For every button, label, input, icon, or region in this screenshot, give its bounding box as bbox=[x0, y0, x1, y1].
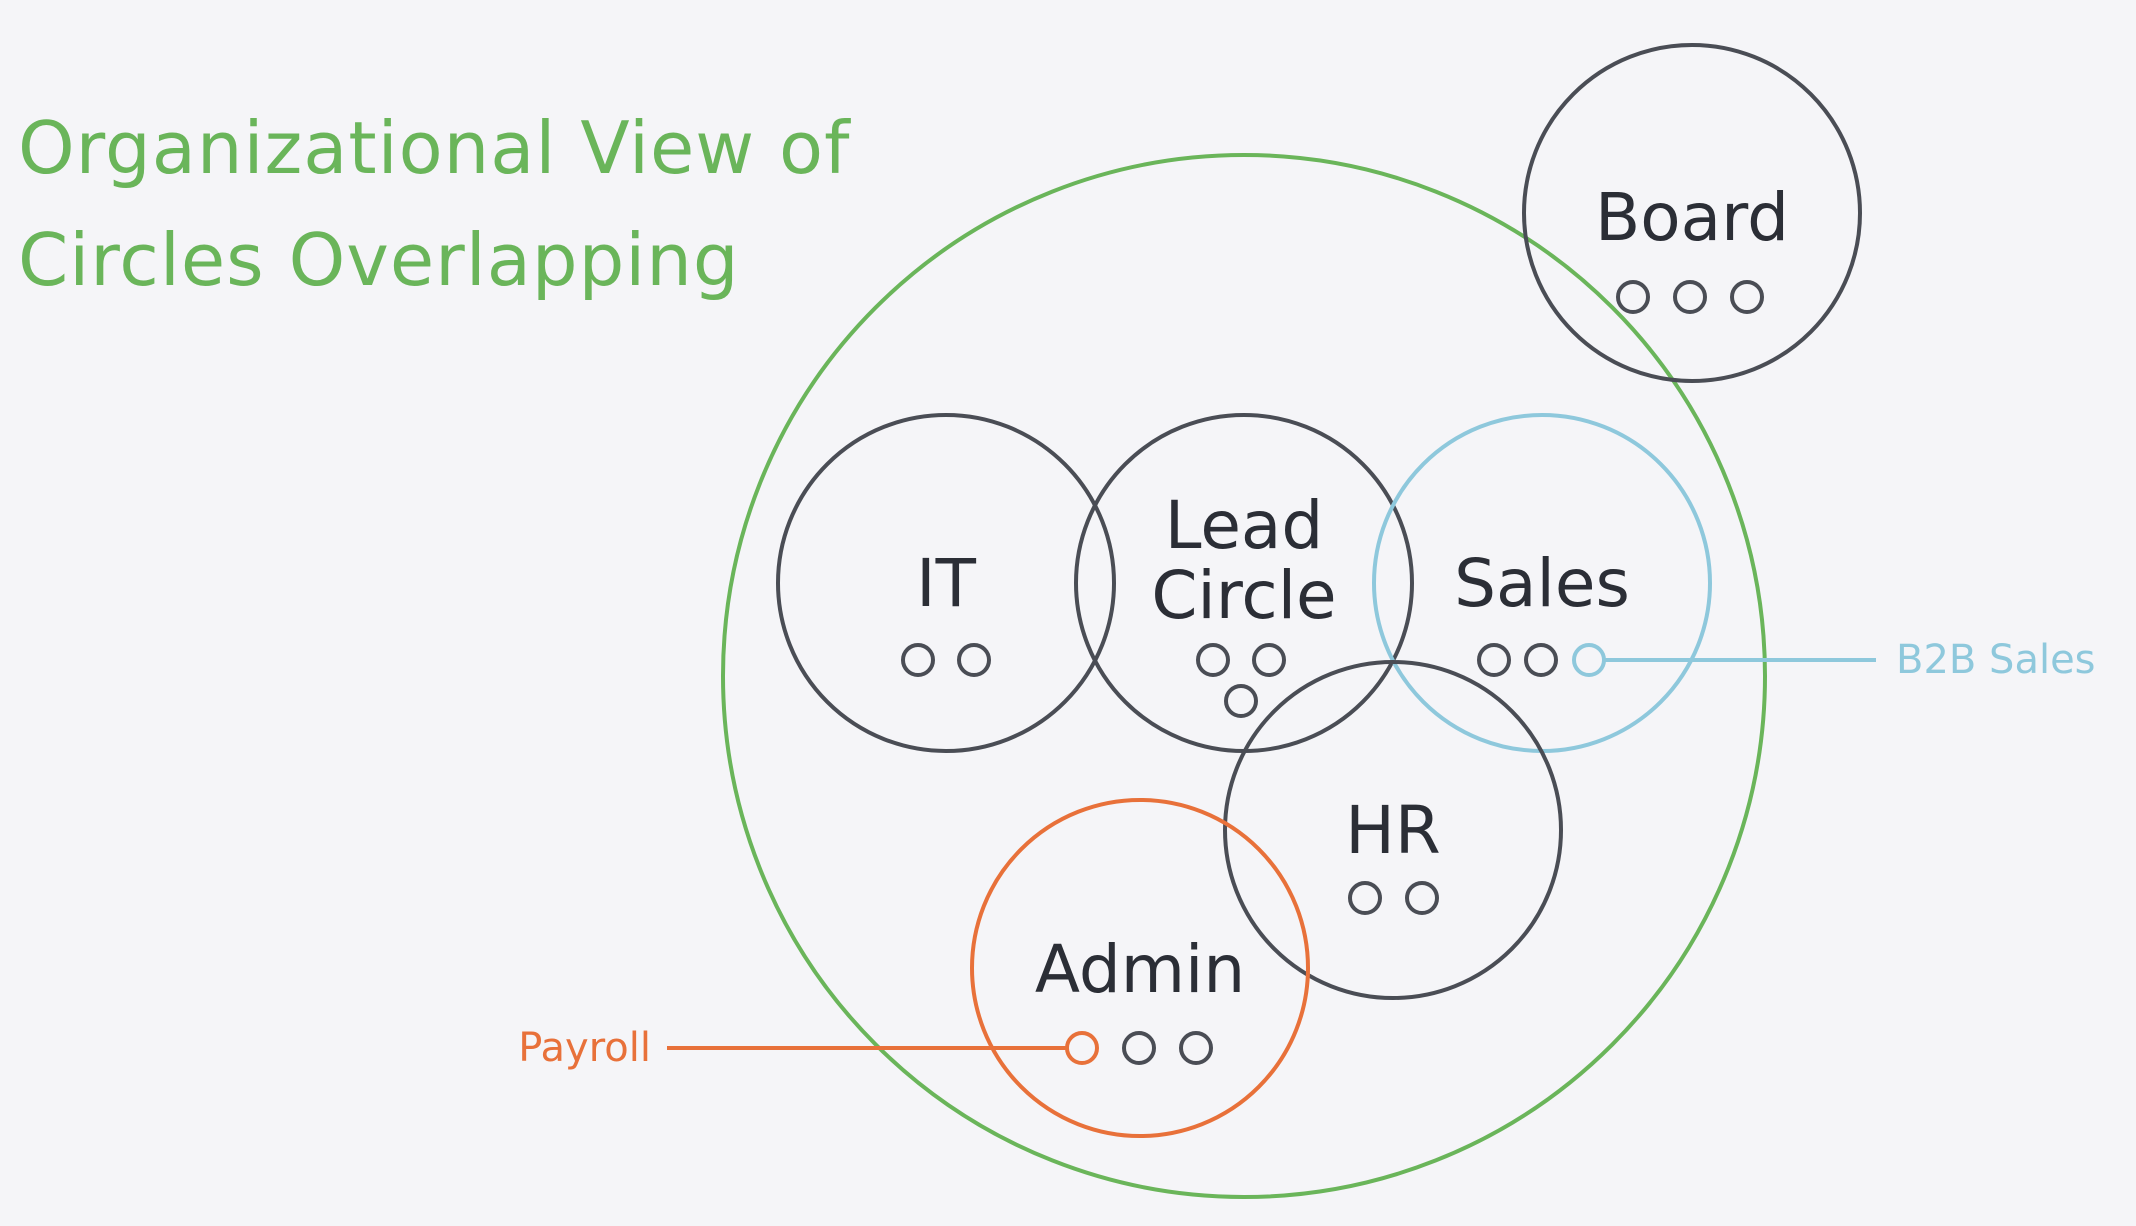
sales-role-1[interactable] bbox=[1477, 643, 1511, 677]
lead-label-line-2: Circle bbox=[1151, 557, 1336, 634]
it-role-2[interactable] bbox=[957, 643, 991, 677]
it-label: IT bbox=[916, 545, 976, 622]
board-circle[interactable] bbox=[1522, 43, 1862, 383]
it-role-1[interactable] bbox=[901, 643, 935, 677]
admin-circle[interactable] bbox=[970, 798, 1310, 1138]
board-role-2[interactable] bbox=[1673, 280, 1707, 314]
admin-role-payroll[interactable] bbox=[1065, 1031, 1099, 1065]
hr-role-1[interactable] bbox=[1348, 881, 1382, 915]
admin-role-3[interactable] bbox=[1179, 1031, 1213, 1065]
diagram-title: Organizational View of Circles Overlappi… bbox=[18, 92, 918, 316]
hr-circle[interactable] bbox=[1223, 660, 1563, 1000]
board-label: Board bbox=[1595, 179, 1789, 256]
b2b-callout-label: B2B Sales bbox=[1896, 637, 2096, 683]
it-circle[interactable] bbox=[776, 413, 1116, 753]
lead-role-1[interactable] bbox=[1196, 643, 1230, 677]
hr-role-2[interactable] bbox=[1405, 881, 1439, 915]
lead-role-3[interactable] bbox=[1224, 684, 1258, 718]
sales-label: Sales bbox=[1454, 545, 1630, 622]
sales-role-2[interactable] bbox=[1524, 643, 1558, 677]
board-role-3[interactable] bbox=[1730, 280, 1764, 314]
title-line-2: Circles Overlapping bbox=[18, 218, 740, 302]
admin-label: Admin bbox=[1035, 931, 1245, 1008]
lead-role-2[interactable] bbox=[1252, 643, 1286, 677]
lead-label-line-1: Lead bbox=[1165, 487, 1324, 564]
payroll-callout-label: Payroll bbox=[518, 1025, 651, 1071]
board-role-1[interactable] bbox=[1616, 280, 1650, 314]
sales-role-b2b[interactable] bbox=[1572, 643, 1606, 677]
admin-role-2[interactable] bbox=[1122, 1031, 1156, 1065]
title-line-1: Organizational View of bbox=[18, 106, 851, 190]
hr-label: HR bbox=[1345, 792, 1441, 869]
organization-circle bbox=[721, 153, 1767, 1199]
